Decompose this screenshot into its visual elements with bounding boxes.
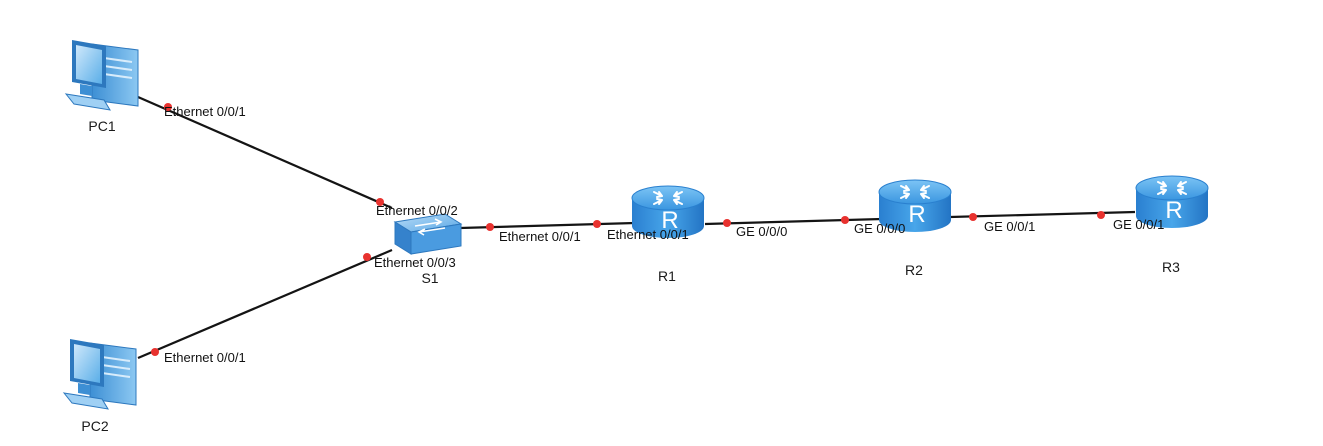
pc-icon [65, 39, 139, 111]
link-r2-r3[interactable] [949, 210, 1136, 219]
port-labels: Ethernet 0/0/1 Ethernet 0/0/2 Ethernet 0… [164, 104, 1164, 365]
pc2-label: PC2 [81, 418, 108, 434]
s1-label: S1 [421, 270, 438, 286]
port-label-pc2-eth: Ethernet 0/0/1 [164, 350, 246, 365]
device-s1[interactable] [394, 213, 462, 255]
link-pc1-s1[interactable] [137, 95, 393, 210]
port-label-r3-r2: GE 0/0/1 [1113, 217, 1164, 232]
device-pc1[interactable] [65, 39, 139, 111]
port-label-r1-r2: GE 0/0/0 [736, 224, 787, 239]
port-dot-r2-r1 [841, 216, 849, 224]
link-pc2-s1[interactable] [137, 248, 393, 360]
port-dot-r1-s1 [593, 220, 601, 228]
port-label-r2-r1: GE 0/0/0 [854, 221, 905, 236]
port-dot-s1-pc1 [376, 198, 384, 206]
switch-icon [394, 213, 462, 255]
port-dot-r1-r2 [723, 219, 731, 227]
port-label-s1-pc2: Ethernet 0/0/3 [374, 255, 456, 270]
port-dot-r2-r3 [969, 213, 977, 221]
port-dot-s1-r1 [486, 223, 494, 231]
port-label-s1-r1: Ethernet 0/0/1 [499, 229, 581, 244]
port-dot-s1-pc2 [363, 253, 371, 261]
device-pc2[interactable] [63, 338, 137, 410]
pc1-label: PC1 [88, 118, 115, 134]
pc-icon [63, 338, 137, 410]
port-label-pc1-eth: Ethernet 0/0/1 [164, 104, 246, 119]
r1-label: R1 [658, 268, 676, 284]
port-dot-pc2 [151, 348, 159, 356]
port-dot-pc1 [164, 103, 172, 111]
link-r1-r2[interactable] [704, 217, 883, 226]
r2-label: R2 [905, 262, 923, 278]
r3-label: R3 [1162, 259, 1180, 275]
port-dots [151, 103, 1105, 356]
port-label-r2-r3: GE 0/0/1 [984, 219, 1035, 234]
port-label-s1-pc1: Ethernet 0/0/2 [376, 203, 458, 218]
port-dot-r3-r2 [1097, 211, 1105, 219]
port-label-r1-s1: Ethernet 0/0/1 [607, 227, 689, 242]
